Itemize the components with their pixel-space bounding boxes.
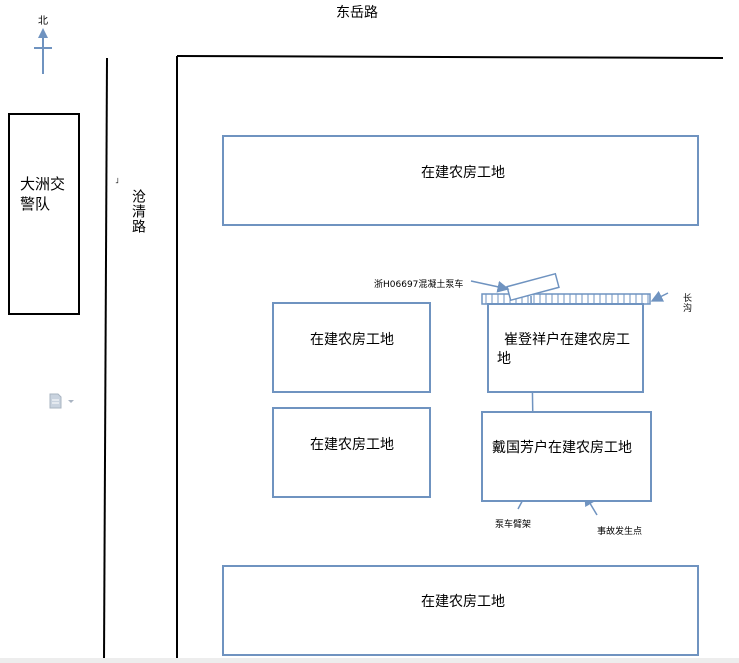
pump-truck-arrow (470, 280, 510, 293)
site-top-wide-label: 在建农房工地 (421, 165, 505, 181)
north-label: 北 (38, 16, 48, 27)
site-bottom-wide (222, 565, 699, 656)
site-cui (487, 303, 644, 393)
site-bottom-wide-label: 在建农房工地 (421, 594, 505, 610)
site-dai (481, 411, 652, 502)
pump-boom-label: 泵车臂架 (495, 520, 532, 530)
left-road-mark: ˩ (115, 176, 119, 185)
police-station-label: 大洲交警队 (20, 175, 66, 213)
bottom-scrollbar[interactable] (0, 658, 739, 663)
police-station-box (8, 113, 80, 315)
pump-truck-label: 浙H06697混凝土泵车 (374, 280, 464, 290)
site-mid-left-1 (272, 302, 431, 393)
site-cui-label: 崔登祥户在建农房工地 (497, 332, 630, 367)
left-road-edge (103, 57, 108, 661)
pump-truck-shape (506, 272, 560, 302)
site-mid-left-2 (272, 407, 431, 498)
top-road-name: 东岳路 (336, 5, 378, 21)
site-mid-left-1-label: 在建农房工地 (310, 332, 394, 348)
ditch-arrow (650, 290, 669, 302)
site-mid-left-2-label: 在建农房工地 (310, 437, 394, 453)
site-dai-label: 戴国芳户在建农房工地 (492, 440, 632, 456)
document-icon[interactable] (48, 393, 78, 409)
top-road-edge (176, 55, 724, 59)
accident-point-label: 事故发生点 (597, 527, 643, 537)
site-top-wide (222, 135, 699, 226)
left-road-name: 沧清路 (130, 189, 146, 234)
north-arrow-icon (34, 28, 52, 74)
ditch-label: 长沟 (681, 293, 691, 313)
